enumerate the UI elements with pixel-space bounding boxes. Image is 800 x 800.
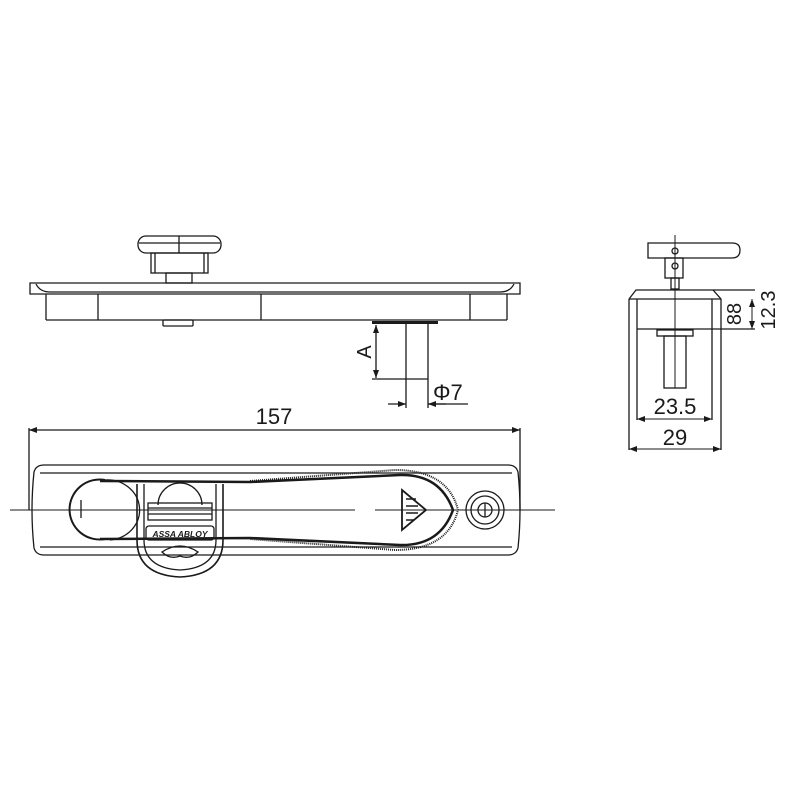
dimension-88: 88 xyxy=(724,299,755,329)
dimension-12-3: 12.3 xyxy=(758,291,780,330)
dimension-phi7: Φ7 xyxy=(388,380,468,407)
dimension-12-3-label: 12.3 xyxy=(758,291,780,330)
handle-body-top xyxy=(10,464,555,556)
lever-end xyxy=(647,235,741,388)
assa-abloy-clip: ASSA ABLOY xyxy=(136,482,224,578)
side-view: A Φ7 xyxy=(29,235,521,408)
dimension-157: 157 xyxy=(28,404,521,510)
knob-side xyxy=(137,235,222,284)
screw-icon xyxy=(465,490,505,530)
spindle-side xyxy=(372,321,438,408)
dimension-88-label: 88 xyxy=(724,303,746,325)
dimension-a-label: A xyxy=(354,345,376,359)
dimension-23-5-label: 23.5 xyxy=(654,394,697,419)
dimension-29: 29 xyxy=(629,425,721,452)
dimension-23-5: 23.5 xyxy=(637,394,712,422)
dimension-a: A xyxy=(354,325,379,378)
dimension-phi7-label: Φ7 xyxy=(433,380,463,405)
dimension-157-label: 157 xyxy=(256,404,293,429)
logo-triangle-icon xyxy=(401,488,428,532)
body-end xyxy=(628,289,755,450)
lever-band xyxy=(99,468,460,552)
end-view: 88 12.3 23.5 29 xyxy=(628,235,780,452)
base-plate-side xyxy=(29,282,521,327)
brand-text: ASSA ABLOY xyxy=(151,529,208,539)
top-view: 157 ASSA xyxy=(10,404,555,578)
dimension-29-label: 29 xyxy=(663,425,687,450)
